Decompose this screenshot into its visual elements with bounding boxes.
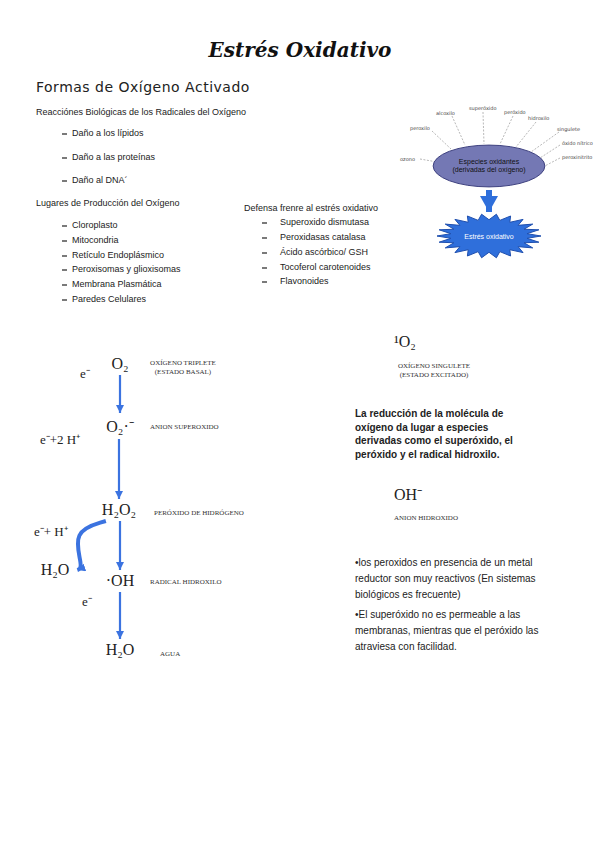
species-name: PERÓXIDO DE HIDRÓGENO xyxy=(154,509,244,518)
reaction-arrow xyxy=(119,592,121,639)
list-dash xyxy=(62,225,67,226)
formula: O₂·⁻ xyxy=(104,415,135,437)
ellipse-shape xyxy=(433,145,545,187)
list-dash xyxy=(262,267,267,268)
species-name: OXÍGENO TRIPLETE (ESTADO BASAL) xyxy=(146,359,220,377)
reaction-arrow xyxy=(119,521,121,570)
formula: H₂O xyxy=(104,641,137,659)
list-dash xyxy=(62,269,67,270)
list-item: Peroxisomas y glioxisomas xyxy=(72,264,181,275)
electron-note: e⁻+2 H⁺ xyxy=(40,432,80,448)
leader-line xyxy=(500,116,513,144)
node-text: H₂O xyxy=(39,561,72,579)
node-text: ·OH xyxy=(104,572,136,590)
list-dash xyxy=(262,237,267,238)
species-label: singulete xyxy=(557,126,580,132)
species-name: RADICAL HIDROXILO xyxy=(150,578,221,587)
list-item: Flavonoides xyxy=(280,276,329,287)
bullet-note: •El superóxido no es permeable a las mem… xyxy=(355,607,540,655)
list-dash xyxy=(62,133,67,134)
list-heading: Reacciónes Biológicas de los Radicales d… xyxy=(36,107,246,118)
species-label: óxido nítrico xyxy=(562,140,593,146)
reaction-arrow xyxy=(77,521,106,570)
list-dash xyxy=(62,240,67,241)
list-item: Daño a los lípidos xyxy=(72,128,144,139)
node-text: H₂O xyxy=(104,641,137,659)
leader-line xyxy=(432,131,451,149)
species-name: AGUA xyxy=(160,650,180,659)
bullet-note: •los peroxidos en presencia de un metal … xyxy=(355,555,540,603)
species-name: ANION SUPEROXIDO xyxy=(150,423,219,432)
node-text: Especies oxidantes (derivadas del oxígen… xyxy=(450,158,528,175)
node-text: Estrés oxidativo xyxy=(464,233,513,240)
electron-note: e⁻ xyxy=(80,366,90,382)
list-dash xyxy=(62,180,67,181)
species-label: hidroxilo xyxy=(528,115,549,121)
formula: H₂O xyxy=(39,561,72,579)
list-item: Membrana Plasmática xyxy=(72,279,162,290)
species-label: peróxido xyxy=(504,109,526,115)
node-text: O₂ xyxy=(109,355,130,373)
list-heading: Defensa frenre al estrés oxidativo xyxy=(244,203,378,214)
list-dash xyxy=(62,299,67,300)
list-item: Mitocondria xyxy=(72,235,119,246)
electron-note: e⁻+ H⁺ xyxy=(34,524,68,540)
formula: O₂ xyxy=(109,355,130,373)
section-heading: Formas de Oxígeno Activado xyxy=(36,79,250,97)
burst-shape xyxy=(437,214,541,258)
list-item: Cloroplasto xyxy=(72,220,118,231)
list-item: Paredes Celulares xyxy=(72,294,146,305)
species-label: peroxilo xyxy=(410,125,430,131)
leader-line xyxy=(531,132,559,152)
list-dash xyxy=(262,281,267,282)
oxidant-ellipse: Especies oxidantes (derivadas del oxígen… xyxy=(432,144,546,188)
list-item: Superoxido dismutasa xyxy=(280,217,369,228)
paragraph: La reducción de la molécula de oxígeno d… xyxy=(355,407,517,461)
list-dash xyxy=(262,222,267,223)
leader-line xyxy=(452,116,465,145)
stress-burst: Estrés oxidativo xyxy=(437,214,541,258)
list-dash xyxy=(262,252,267,253)
species-name: OXÍGENO SINGULETE (ESTADO EXCITADO) xyxy=(392,362,476,380)
species-label: superóxido xyxy=(469,105,496,111)
list-item: Peroxidasas catalasa xyxy=(280,232,366,243)
formula: ¹O₂ xyxy=(394,332,416,352)
list-item: Daño a las proteínas xyxy=(72,152,155,163)
species-label: peroxinitrito xyxy=(562,154,592,160)
list-item: Ácido ascórbico/ GSH xyxy=(280,247,368,258)
electron-note: e⁻ xyxy=(82,594,92,610)
list-item: Daño al DNA´ xyxy=(72,175,128,186)
leader-line xyxy=(516,122,536,147)
reaction-arrow xyxy=(118,439,120,499)
reaction-arrow xyxy=(119,375,121,413)
page-title: Estrés Oxidativo xyxy=(209,38,392,62)
list-item: Tocoferol carotenoides xyxy=(280,262,371,273)
list-dash xyxy=(62,284,67,285)
node-text: H₂O₂ xyxy=(100,501,138,519)
formula: OH⁻ xyxy=(394,485,422,505)
leader-line xyxy=(483,112,484,144)
list-dash xyxy=(62,157,67,158)
species-name: ANION HIDROXIDO xyxy=(394,514,458,523)
formula: H₂O₂ xyxy=(100,501,138,519)
reaction-arrow xyxy=(486,190,492,212)
formula: ·OH xyxy=(104,572,136,590)
leader-line xyxy=(540,145,560,158)
list-heading: Lugares de Producción del Oxígeno xyxy=(36,198,180,209)
node-text: O₂·⁻ xyxy=(104,415,135,437)
list-dash xyxy=(62,255,67,256)
species-label: alcoxilo xyxy=(436,110,455,116)
species-label: ozono xyxy=(400,156,415,162)
list-item: Retículo Endoplásmico xyxy=(72,250,164,261)
